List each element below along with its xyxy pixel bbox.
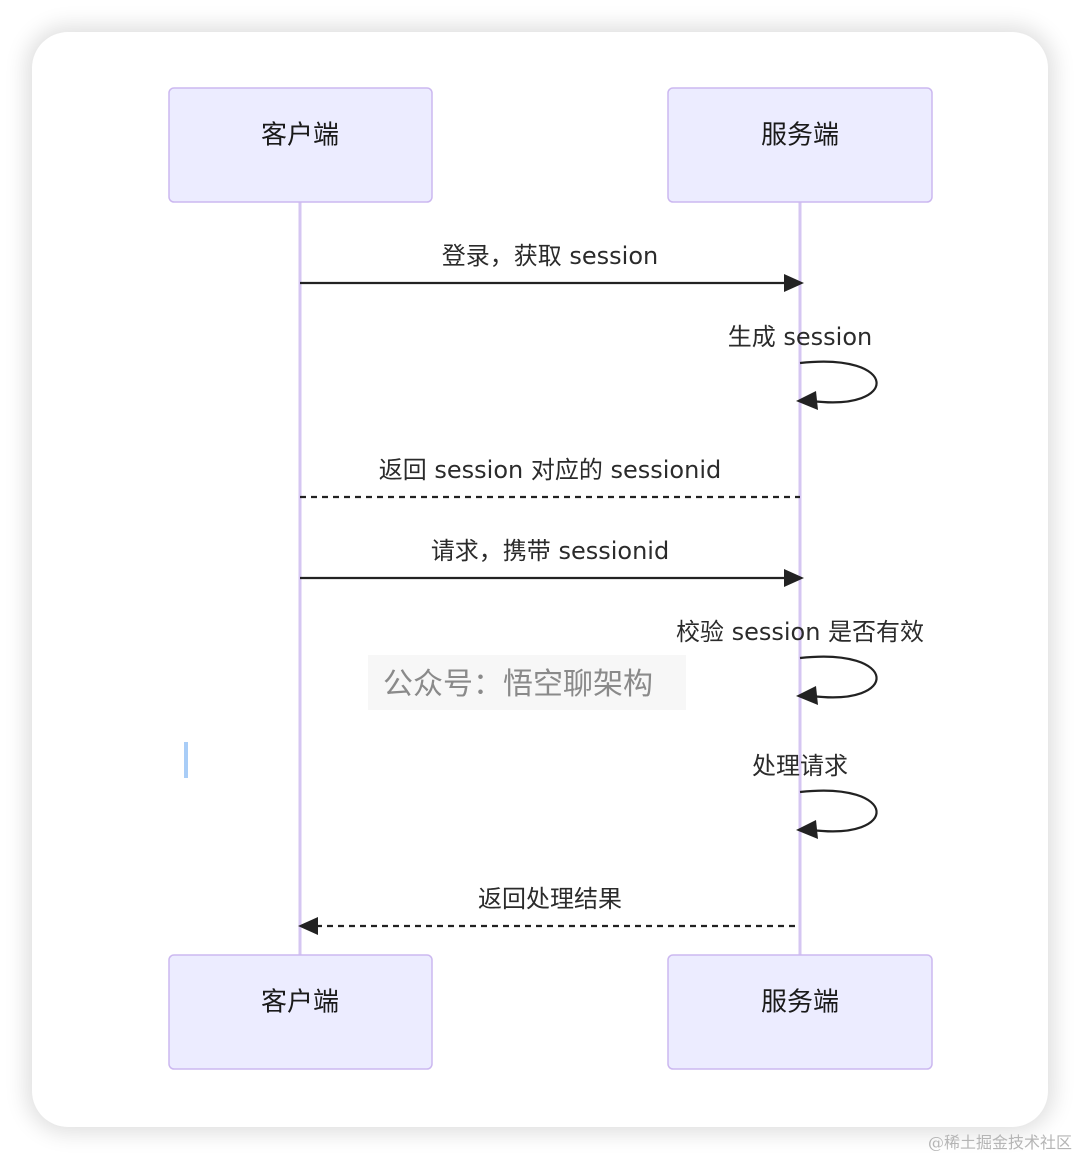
arrowhead-right-icon — [784, 569, 804, 587]
diagram-card — [32, 32, 1048, 1127]
arrowhead-left-icon — [796, 820, 818, 839]
message-request: 请求，携带 sessionid — [300, 537, 804, 587]
actor-server-bottom[interactable]: 服务端 — [667, 954, 933, 1070]
arrowhead-left-icon — [796, 391, 818, 410]
actor-server-top[interactable]: 服务端 — [667, 87, 933, 203]
message-label: 返回 session 对应的 sessionid — [379, 456, 721, 484]
arrowhead-left-icon — [796, 686, 818, 705]
message-process-request: 处理请求 — [752, 752, 878, 839]
message-label: 处理请求 — [752, 752, 848, 780]
message-label: 返回处理结果 — [478, 885, 622, 913]
message-generate-session: 生成 session — [728, 323, 878, 410]
watermark: 公众号：悟空聊架构 — [368, 655, 686, 710]
message-validate-session: 校验 session 是否有效 — [676, 618, 924, 705]
actor-client-top[interactable]: 客户端 — [168, 87, 433, 203]
self-loop-line — [799, 789, 878, 833]
watermark-text: 公众号：悟空聊架构 — [383, 667, 653, 702]
self-loop-line — [799, 655, 878, 699]
message-login: 登录，获取 session — [300, 242, 804, 292]
actor-client-bottom[interactable]: 客户端 — [168, 954, 433, 1070]
message-label: 生成 session — [728, 323, 872, 351]
message-return-result: 返回处理结果 — [298, 885, 800, 935]
arrowhead-right-icon — [784, 274, 804, 292]
self-loop-line — [799, 360, 878, 404]
footer-attribution: @稀土掘金技术社区 — [927, 1133, 1072, 1152]
arrowhead-left-icon — [298, 917, 318, 935]
message-label: 请求，携带 sessionid — [431, 537, 669, 565]
message-label: 登录，获取 session — [442, 242, 658, 270]
message-return-sessionid: 返回 session 对应的 sessionid — [300, 456, 800, 499]
actor-server-bottom-label: 服务端 — [761, 988, 839, 1018]
message-label: 校验 session 是否有效 — [676, 618, 924, 646]
actor-client-top-label: 客户端 — [261, 121, 339, 151]
text-cursor — [184, 742, 188, 778]
actor-client-bottom-label: 客户端 — [261, 988, 339, 1018]
actor-server-top-label: 服务端 — [761, 121, 839, 151]
